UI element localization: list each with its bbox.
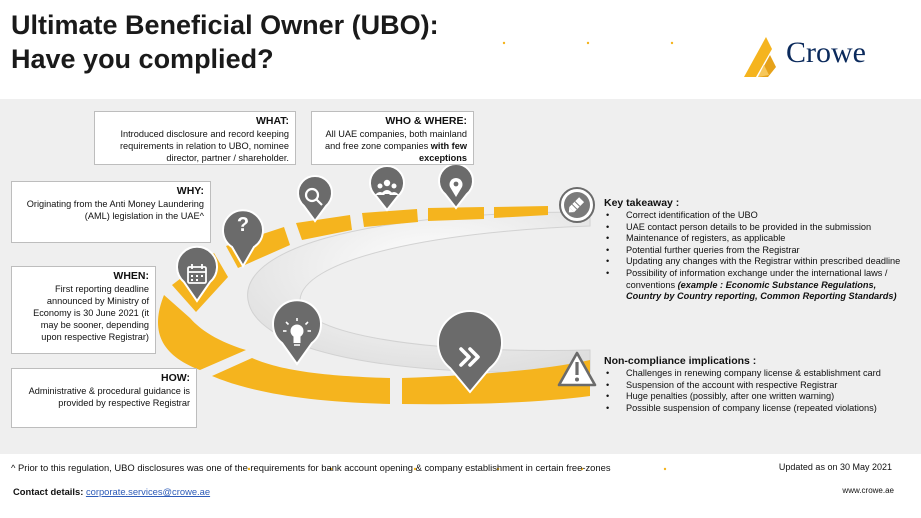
pin-search (297, 175, 333, 223)
non-compliance-section: Non-compliance implications : Challenges… (604, 355, 904, 414)
when-box: WHEN: First reporting deadline announced… (11, 266, 156, 354)
who-where-box: WHO & WHERE: All UAE companies, both mai… (311, 111, 474, 165)
question-icon: ? (237, 214, 249, 236)
road-seg-4 (296, 215, 352, 240)
crowe-logo-mark (744, 37, 776, 77)
people-icon (375, 179, 399, 195)
website-url: www.crowe.ae (842, 486, 894, 495)
why-box: WHY: Originating from the Anti Money Lau… (11, 181, 211, 243)
accent-dots (247, 41, 674, 471)
search-icon (304, 187, 323, 206)
when-heading: WHEN: (113, 270, 149, 282)
pin-next (437, 310, 503, 394)
road-seg-9 (402, 360, 590, 405)
contact-label: Contact details: (13, 486, 84, 497)
key-takeaway-list: Correct identification of the UBO UAE co… (604, 210, 904, 303)
list-item-emphasis: (example : Economic Substance Regulation… (626, 279, 897, 302)
chevrons-right-icon (459, 347, 480, 367)
contact-email-link[interactable]: corporate.services@crowe.ae (85, 486, 211, 497)
why-text: Originating from the Anti Money Launderi… (26, 199, 204, 221)
title-line-2: Have you complied? (11, 44, 274, 74)
list-item: Maintenance of registers, as applicable (604, 233, 904, 245)
pin-calendar (176, 245, 218, 303)
what-heading: WHAT: (255, 115, 289, 127)
pencil-icon (559, 187, 595, 223)
pin-question: ? (222, 209, 264, 268)
contact-details: Contact details: corporate.services@crow… (13, 486, 210, 497)
road-seg-2 (428, 207, 484, 221)
why-heading: WHY: (176, 185, 204, 197)
pin-location (438, 163, 474, 210)
how-heading: HOW: (161, 372, 190, 384)
list-item: Huge penalties (possibly, after one writ… (604, 391, 904, 403)
non-compliance-list: Challenges in renewing company license &… (604, 368, 904, 414)
list-item: Suspension of the account with respectiv… (604, 380, 904, 392)
road-seg-8 (212, 358, 390, 404)
crowe-logo-text: Crowe (786, 36, 866, 69)
when-text: First reporting deadline announced by Mi… (33, 284, 149, 342)
who-where-heading: WHO & WHERE: (385, 115, 467, 127)
list-item-with-emphasis: Possibility of information exchange unde… (604, 268, 904, 303)
title-line-1: Ultimate Beneficial Owner (UBO): (11, 10, 439, 40)
footnote: ^ Prior to this regulation, UBO disclosu… (11, 462, 611, 473)
crowe-logo: Crowe (742, 35, 892, 80)
updated-date: Updated as on 30 May 2021 (778, 462, 892, 472)
non-compliance-heading: Non-compliance implications : (604, 355, 757, 367)
road-seg-3 (362, 209, 418, 227)
how-text: Administrative & procedural guidance is … (28, 386, 190, 408)
what-text: Introduced disclosure and record keeping… (119, 129, 289, 163)
road-seg-7 (158, 295, 246, 370)
warning-icon (557, 351, 597, 387)
calendar-icon (187, 264, 207, 284)
lightbulb-icon (283, 318, 311, 346)
list-item: Potential further queries from the Regis… (604, 245, 904, 257)
list-item: Correct identification of the UBO (604, 210, 904, 222)
road-seg-1 (494, 206, 548, 218)
list-item: Updating any changes with the Registrar … (604, 256, 904, 268)
location-pin-icon (449, 178, 463, 197)
what-box: WHAT: Introduced disclosure and record k… (94, 111, 296, 165)
key-takeaway-section: Key takeaway : Correct identification of… (604, 197, 904, 303)
who-where-bold: with few exceptions (419, 141, 467, 163)
list-item: Challenges in renewing company license &… (604, 368, 904, 380)
pin-people (369, 165, 405, 212)
pin-lightbulb (272, 299, 322, 366)
how-box: HOW: Administrative & procedural guidanc… (11, 368, 197, 428)
list-item: Possible suspension of company license (… (604, 403, 904, 415)
who-where-text-wrap: All UAE companies, both mainland and fre… (318, 128, 467, 164)
page-title: Ultimate Beneficial Owner (UBO): Have yo… (11, 8, 439, 76)
who-where-text: All UAE companies, both mainland and fre… (325, 129, 467, 151)
list-item: UAE contact person details to be provide… (604, 222, 904, 234)
list-item-text: Possibility of information exchange unde… (626, 267, 888, 290)
key-takeaway-heading: Key takeaway : (604, 197, 680, 209)
